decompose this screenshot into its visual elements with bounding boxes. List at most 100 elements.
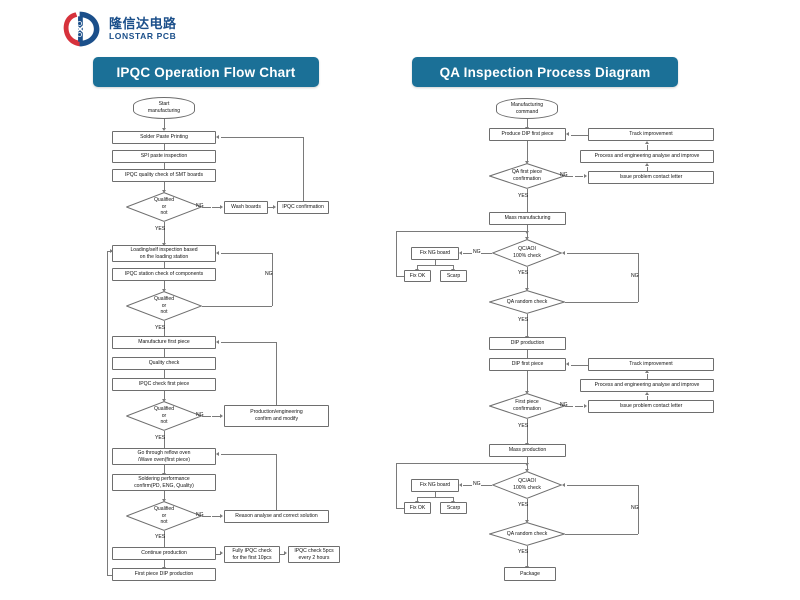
connector — [221, 137, 303, 138]
node-manufacturing-command: Manufacturing command — [496, 98, 558, 119]
connector — [164, 431, 165, 453]
connector — [638, 485, 639, 534]
connector — [164, 163, 165, 172]
node-track-improvement-1: Track improvement — [588, 128, 714, 141]
connector — [527, 189, 528, 214]
connector — [107, 251, 108, 575]
connector — [396, 231, 527, 232]
connector — [417, 497, 453, 498]
arrow-right-icon — [284, 551, 287, 556]
connector — [396, 276, 404, 277]
decision-qc-aoi-100-check-1: QC/AOI 100% check — [492, 239, 562, 267]
decision-qc-aoi-100-check-2: QC/AOI 100% check — [492, 471, 562, 499]
arrow-up-icon — [644, 141, 649, 144]
arrow-left-icon — [216, 451, 219, 456]
node-reflow-oven: Go through reflow oven /Wave oven(first … — [112, 448, 216, 465]
connector — [527, 350, 528, 359]
arrow-up-icon — [644, 392, 649, 395]
branch-label-ng: NG — [631, 273, 639, 279]
arrow-down-icon — [524, 391, 529, 394]
connector — [216, 553, 221, 555]
node-scarp-2: Scarp — [440, 502, 467, 514]
decision-first-piece-confirmation: First piece confirmation — [489, 393, 565, 419]
branch-label-ng: NG — [473, 481, 481, 487]
branch-label-ng: NG — [196, 412, 204, 418]
diamond-shape-icon — [489, 522, 565, 546]
decision-label: QA random check — [506, 530, 548, 537]
connector — [164, 281, 165, 290]
branch-label-yes: YES — [518, 317, 529, 323]
arrow-left-icon — [458, 482, 462, 487]
connector — [453, 265, 454, 270]
connector — [527, 314, 528, 337]
connector — [280, 553, 285, 555]
connector — [396, 231, 397, 276]
connector — [527, 141, 528, 162]
arrow-right-icon — [273, 204, 276, 209]
connector — [221, 342, 276, 343]
decision-label: First piece confirmation — [513, 399, 541, 412]
connector — [276, 342, 277, 405]
connector — [567, 485, 638, 486]
arrow-right-icon — [220, 413, 223, 418]
arrow-down-icon — [524, 161, 529, 164]
arrow-down-icon — [524, 288, 529, 291]
arrow-up-icon — [644, 370, 649, 373]
node-process-engineering-analyse-1: Process and engineering analyse and impr… — [580, 150, 714, 163]
connector — [565, 534, 638, 535]
arrow-down-icon — [524, 520, 529, 523]
branch-label-yes: YES — [155, 534, 166, 540]
connector — [303, 137, 304, 201]
diamond-shape-icon — [126, 291, 202, 321]
connector — [212, 516, 221, 517]
arrow-down-icon — [524, 463, 529, 466]
connector — [565, 302, 638, 303]
connector — [396, 463, 397, 508]
node-fix-ok-1: Fix OK — [404, 270, 431, 282]
connector — [527, 371, 528, 392]
connector — [527, 267, 528, 289]
connector — [164, 321, 165, 344]
node-process-engineering-analyse-2: Process and engineering analyse and impr… — [580, 379, 714, 392]
connector — [202, 207, 211, 208]
connector — [463, 253, 472, 254]
arrow-down-icon — [161, 399, 166, 402]
node-solder-paste-printing: Solder Paste Printing — [112, 131, 216, 144]
diamond-shape-icon — [126, 401, 202, 431]
connector — [164, 465, 165, 474]
connector — [647, 396, 648, 400]
node-package: Package — [504, 567, 556, 581]
connector — [164, 391, 165, 400]
connector — [221, 253, 272, 254]
connector — [647, 374, 648, 379]
branch-label-yes: YES — [155, 325, 166, 331]
branch-label-yes: YES — [518, 270, 529, 276]
arrow-left-icon — [216, 339, 219, 344]
branch-label-yes: YES — [518, 502, 529, 508]
connector — [527, 499, 528, 521]
arrow-left-icon — [562, 482, 565, 487]
decision-qualified-or-not-4: Qualified or not — [126, 501, 202, 531]
connector — [527, 419, 528, 444]
connector — [164, 349, 165, 358]
connector — [575, 406, 583, 407]
connector — [567, 253, 638, 254]
arrow-down-icon — [161, 128, 166, 131]
arrow-left-icon — [562, 250, 565, 255]
connector — [164, 560, 165, 568]
connector — [268, 207, 274, 208]
decision-label: QC/AOI 100% check — [513, 478, 541, 491]
connector — [435, 491, 436, 498]
connector — [202, 516, 211, 517]
connector — [565, 406, 573, 407]
arrow-down-icon — [161, 243, 166, 246]
arrow-right-icon — [110, 248, 113, 253]
connector — [575, 176, 583, 177]
node-wash-boards: Wash boards — [224, 200, 268, 214]
node-produce-dip-first-piece: Produce DIP first piece — [489, 128, 566, 141]
node-reason-analyse-correct-solution: Reason analyse and correct solution — [224, 509, 329, 523]
arrow-left-icon — [566, 362, 569, 367]
connector — [571, 364, 588, 366]
decision-qa-random-check-1: QA random check — [489, 290, 565, 314]
decision-label: QA random check — [506, 298, 548, 305]
